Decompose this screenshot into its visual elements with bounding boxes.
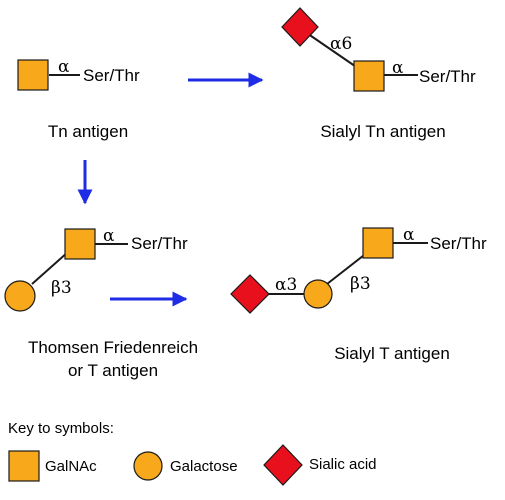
tn-antigen-title: Tn antigen	[48, 122, 128, 141]
sialic-acid-icon	[230, 274, 270, 314]
galnac-icon	[353, 60, 385, 92]
sialyl-t-antigen-title: Sialyl T antigen	[334, 344, 450, 363]
key-galnac-label: GalNAc	[45, 458, 97, 475]
sialyl-tn-alpha6-linkage: α6	[330, 34, 352, 54]
tn-antigen-structure: α Ser/Thr	[17, 57, 140, 91]
tn-aglycone-label: Ser/Thr	[83, 66, 140, 85]
sialyl-t-alpha3-linkage: α3	[275, 275, 297, 295]
t-beta3-linkage: β3	[51, 278, 72, 298]
t-antigen-title-line2: or T antigen	[68, 361, 158, 380]
sialyl-t-antigen-structure: α3 β3 α Ser/Thr	[230, 225, 487, 314]
glycosidic-bond	[326, 251, 369, 285]
key-sialic-acid-label: Sialic acid	[309, 456, 377, 473]
galnac-icon	[64, 228, 96, 260]
t-alpha-linkage: α	[103, 226, 115, 246]
sialyl-tn-antigen-title: Sialyl Tn antigen	[320, 122, 445, 141]
sialyl-t-alpha-linkage: α	[403, 225, 415, 245]
galactose-icon	[303, 279, 333, 309]
galactose-icon	[133, 451, 163, 481]
galnac-icon	[17, 59, 49, 91]
sialyl-tn-alpha-linkage: α	[392, 58, 404, 78]
glycosidic-bond	[31, 251, 69, 285]
sialic-acid-icon	[281, 7, 319, 47]
galnac-icon	[8, 450, 40, 482]
key-legend: Key to symbols: GalNAc Galactose Sialic …	[8, 420, 377, 486]
key-galactose-label: Galactose	[170, 458, 238, 475]
sialyl-tn-antigen-structure: α6 α Ser/Thr	[281, 7, 476, 92]
galactose-icon	[4, 280, 36, 312]
galnac-icon	[362, 227, 394, 259]
t-aglycone-label: Ser/Thr	[131, 234, 188, 253]
t-antigen-structure: α Ser/Thr β3	[4, 226, 188, 312]
sialyl-t-aglycone-label: Ser/Thr	[430, 234, 487, 253]
sialyl-tn-aglycone-label: Ser/Thr	[419, 67, 476, 86]
tn-alpha-linkage: α	[58, 57, 70, 77]
sialyl-t-beta3-linkage: β3	[350, 274, 371, 294]
sialic-acid-icon	[263, 444, 303, 486]
t-antigen-title-line1: Thomsen Friedenreich	[28, 338, 198, 357]
key-title: Key to symbols:	[8, 420, 114, 437]
